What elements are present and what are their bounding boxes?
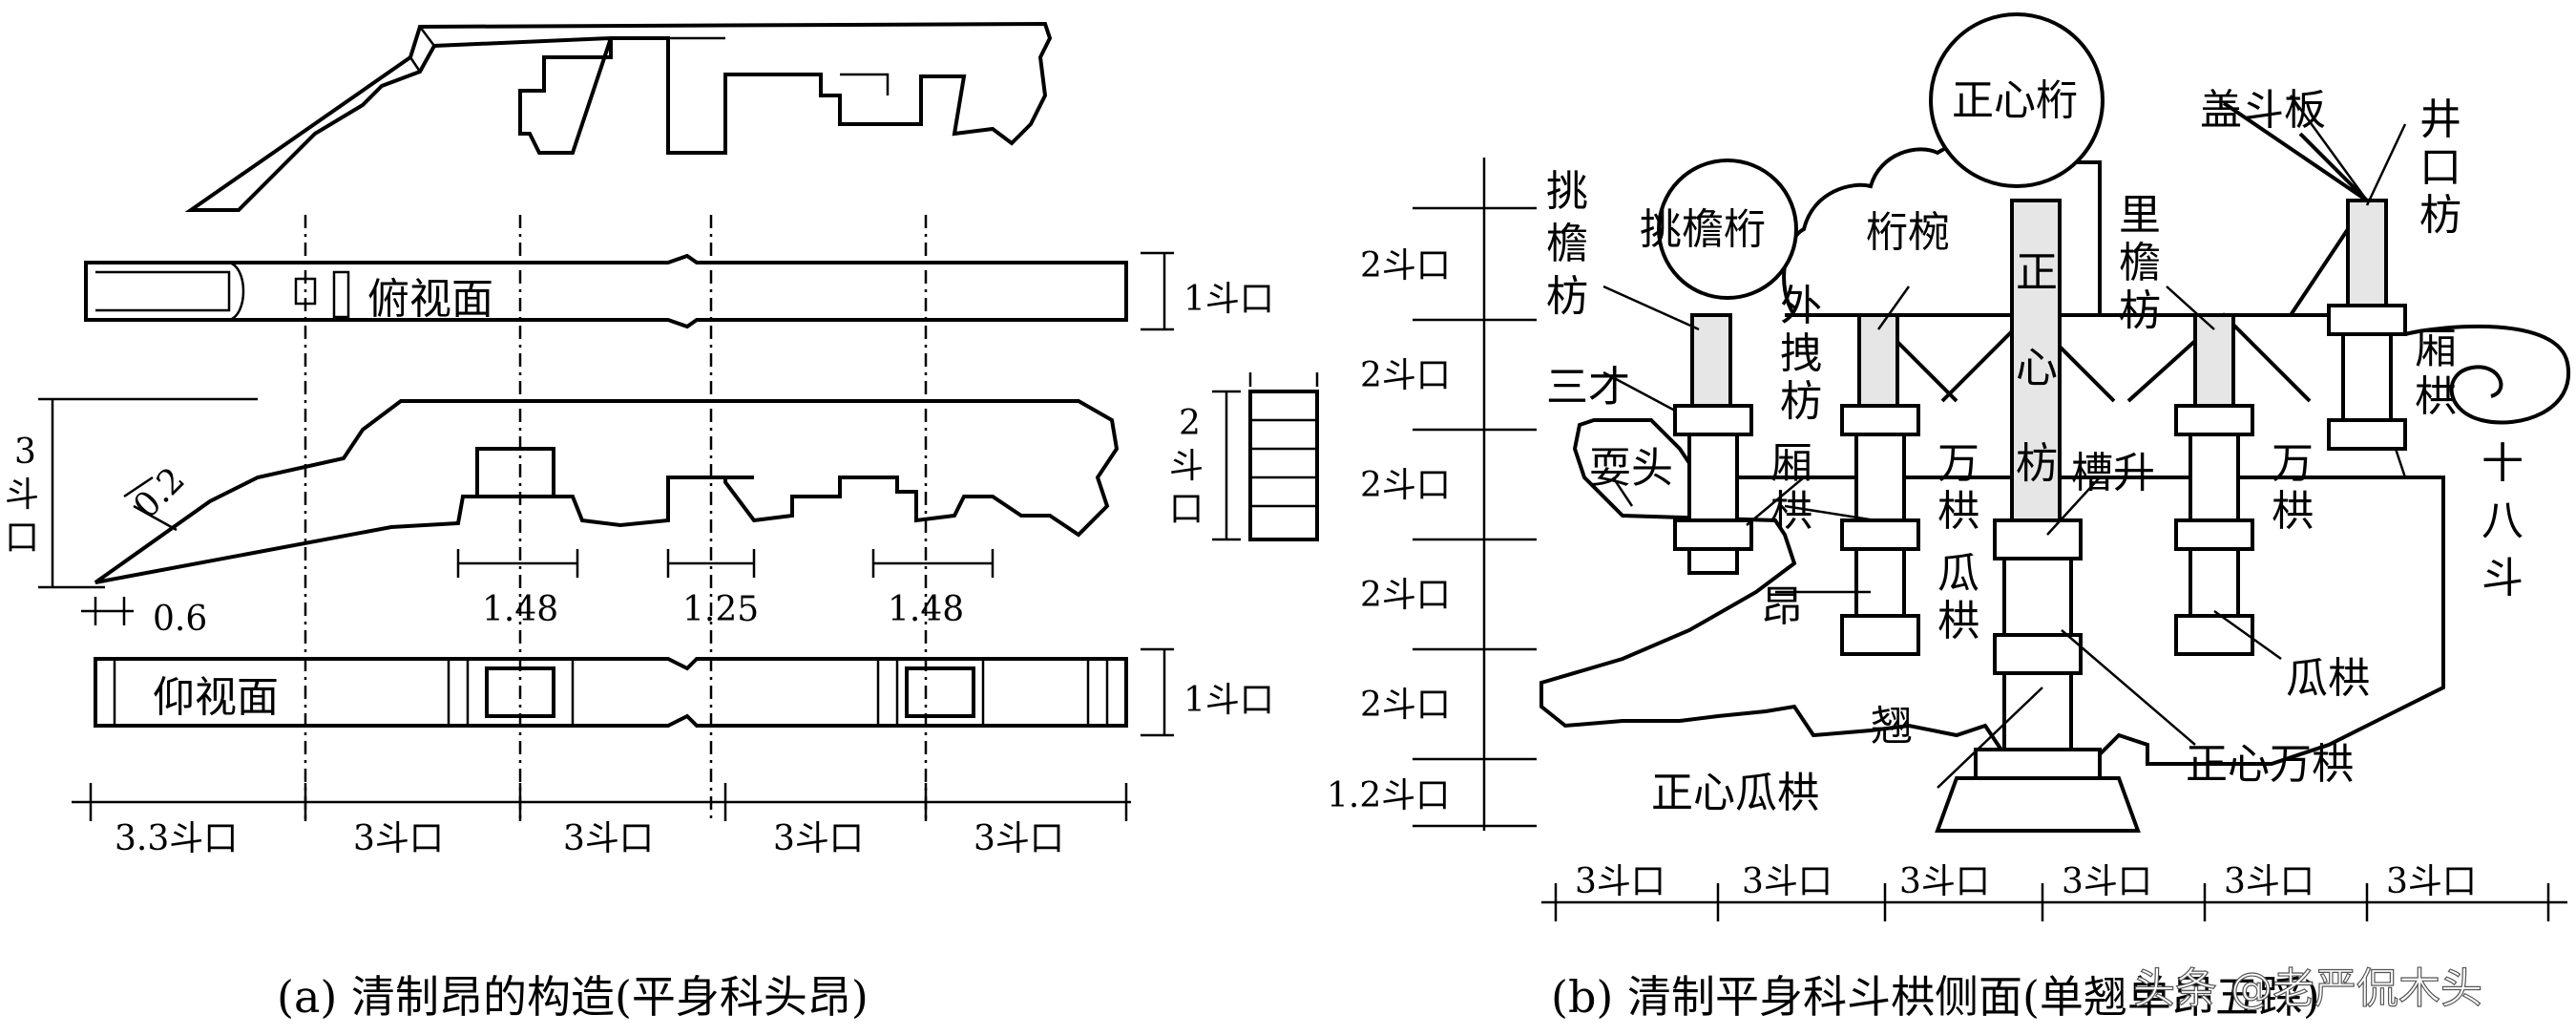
tiaoyanfang bbox=[1690, 313, 1732, 422]
label-waizhuaifang-a: 外 bbox=[1780, 282, 1822, 330]
label-hengwan: 桁椀 bbox=[1866, 208, 1950, 257]
label-shibadou-b: 八 bbox=[2482, 497, 2524, 545]
label-waizhuaifang-b: 拽 bbox=[1780, 329, 1822, 378]
top-view-outline bbox=[84, 253, 1128, 329]
ang-side-elevation bbox=[94, 399, 1120, 584]
bracket-stack-inner bbox=[2174, 404, 2254, 656]
label-jingkoufang-b: 口 bbox=[2419, 143, 2461, 192]
label-xianggong1-a: 厢 bbox=[1770, 439, 1812, 488]
jingkoufang bbox=[2346, 199, 2388, 307]
label-zhengxinfang-b: 心 bbox=[2016, 344, 2058, 392]
label-xianggong2-a: 厢 bbox=[2415, 325, 2457, 373]
vdim-1: 2斗口 bbox=[1360, 246, 1451, 285]
dim-top-height: 1斗口 bbox=[1183, 280, 1274, 319]
tiaoyanheng-purlin bbox=[1657, 159, 1798, 300]
hdim-5: 3斗口 bbox=[2224, 862, 2314, 901]
dim-section-a: 2 bbox=[1179, 404, 1201, 443]
vdim-3: 2斗口 bbox=[1360, 466, 1451, 505]
dim-height-b: 斗 bbox=[5, 476, 39, 515]
label-wangong2-b: 栱 bbox=[2272, 487, 2314, 536]
label-liyanfang-c: 枋 bbox=[2119, 286, 2161, 335]
label-zhengxinfang-c: 枋 bbox=[2016, 439, 2058, 488]
label-caosheng: 槽升 bbox=[2071, 449, 2155, 497]
label-guagong2: 瓜栱 bbox=[2286, 654, 2370, 703]
dim-bottom-height: 1斗口 bbox=[1183, 681, 1274, 720]
hdim-4: 3斗口 bbox=[2062, 862, 2152, 901]
label-wangong1-a: 万 bbox=[1937, 439, 1979, 488]
caption-right: (b) 清制平身科斗栱侧面(单翘单昂五踩) bbox=[1551, 971, 2320, 1023]
dim-b4: 3斗口 bbox=[773, 819, 864, 858]
label-gaidouban: 盖斗板 bbox=[2200, 86, 2326, 135]
hdim-1: 3斗口 bbox=[1575, 862, 1665, 901]
side-dou-1 bbox=[475, 447, 555, 498]
hdim-6: 3斗口 bbox=[2386, 862, 2477, 901]
label-sancai: 三才 bbox=[1546, 363, 1630, 412]
label-tiaoyanfang-a: 挑 bbox=[1546, 167, 1588, 216]
dim-b2: 3斗口 bbox=[353, 819, 444, 858]
vdim-5: 2斗口 bbox=[1360, 686, 1451, 725]
label-zhengxinheng: 正心桁 bbox=[1952, 76, 2078, 125]
label-tiaoyanfang-b: 檐 bbox=[1546, 220, 1588, 268]
dim-b3: 3斗口 bbox=[563, 819, 654, 858]
label-shibadou-c: 斗 bbox=[2482, 554, 2524, 603]
dim-b1: 3.3斗口 bbox=[115, 819, 238, 858]
label-tiaoyanfang-c: 枋 bbox=[1546, 272, 1588, 321]
label-liyanfang-a: 里 bbox=[2119, 191, 2161, 240]
dim-height-c: 口 bbox=[5, 518, 39, 558]
label-zhengxinfang-a: 正 bbox=[2016, 248, 2058, 297]
label-zhengxinguagong: 正心瓜栱 bbox=[1651, 769, 1819, 817]
label-wangong1-b: 栱 bbox=[1937, 487, 1979, 536]
label-qiao: 翘 bbox=[1871, 702, 1913, 751]
dim-height-a: 3 bbox=[14, 433, 36, 472]
vdim-2: 2斗口 bbox=[1360, 356, 1451, 395]
label-jingkoufang-c: 枋 bbox=[2419, 191, 2461, 240]
dim-section-c: 口 bbox=[1169, 490, 1204, 529]
label-zhengxinwangong: 正心万栱 bbox=[2186, 740, 2354, 789]
dim-b5: 3斗口 bbox=[974, 819, 1064, 858]
cloud-scroll bbox=[2404, 324, 2571, 425]
section-view bbox=[1248, 390, 1319, 541]
bracket-stack-center bbox=[1935, 518, 2141, 833]
label-xianggong1-b: 栱 bbox=[1770, 487, 1812, 536]
bracket-stack-outer bbox=[1673, 404, 1753, 575]
dim-w3: 1.48 bbox=[888, 590, 964, 629]
bracket-stack-right bbox=[2327, 304, 2407, 451]
label-wangong2-a: 万 bbox=[2272, 439, 2314, 488]
bracket-stack-2 bbox=[1840, 404, 1920, 656]
label-guagong1-a: 瓜 bbox=[1937, 549, 1979, 598]
ang-perspective bbox=[184, 21, 1053, 212]
caption-left: (a) 清制昂的构造(平身科头昂) bbox=[277, 971, 869, 1023]
dim-w1: 1.48 bbox=[482, 590, 558, 629]
dim-w2: 1.25 bbox=[682, 590, 759, 629]
vdim-6: 1.2斗口 bbox=[1327, 776, 1450, 815]
label-liyanfang-b: 檐 bbox=[2119, 239, 2161, 287]
label-waizhuaifang-c: 枋 bbox=[1780, 377, 1822, 426]
hdim-3: 3斗口 bbox=[1899, 862, 1990, 901]
watermark: 头条 @老严侃木头 bbox=[2133, 964, 2482, 1013]
angle-label: 0.2 bbox=[126, 460, 192, 526]
dim-offset: 0.6 bbox=[153, 600, 207, 639]
label-xianggong2-b: 栱 bbox=[2415, 372, 2457, 421]
bottom-view-outline bbox=[94, 657, 1128, 728]
label-ang: 昂 bbox=[1761, 582, 1803, 631]
top-view-label: 俯视面 bbox=[367, 275, 493, 324]
vdim-4: 2斗口 bbox=[1360, 576, 1451, 615]
label-tiaoyanheng: 挑檐桁 bbox=[1640, 205, 1766, 254]
ang-construction-drawing: 俯视面 0.2 仰视面 1斗口 2 斗 口 1斗口 3 斗 口 0. bbox=[5, 21, 1319, 1023]
label-jingkoufang-a: 井 bbox=[2419, 95, 2461, 144]
label-shuatou: 耍头 bbox=[1589, 444, 1673, 493]
dim-section-b: 斗 bbox=[1169, 447, 1204, 486]
label-guagong1-b: 栱 bbox=[1937, 597, 1979, 645]
bottom-view-label: 仰视面 bbox=[153, 673, 279, 722]
zhengxinheng-purlin bbox=[1929, 12, 2105, 188]
label-shibadou-a: 十 bbox=[2482, 439, 2524, 488]
dougong-side-section: 桁椀 正心桁 挑檐桁 正 心 枋 bbox=[1327, 12, 2571, 1023]
hdim-2: 3斗口 bbox=[1742, 862, 1833, 901]
